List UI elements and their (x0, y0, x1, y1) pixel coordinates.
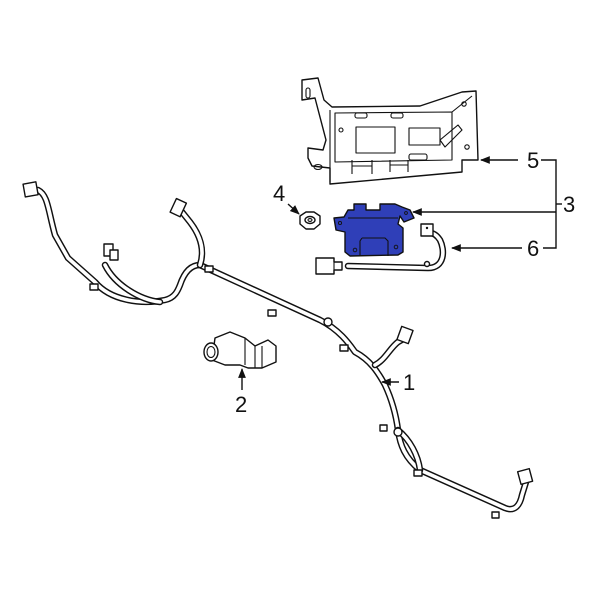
parking-sensor[interactable] (203, 331, 277, 369)
nut[interactable] (299, 211, 321, 230)
control-module[interactable] (333, 203, 415, 257)
mounting-bracket[interactable] (301, 77, 479, 185)
callout-6: 6 (527, 236, 539, 261)
callout-1: 1 (403, 370, 415, 395)
callout-labels: 5 3 6 4 2 1 (235, 148, 575, 417)
callout-3: 3 (563, 192, 575, 217)
callout-5: 5 (527, 148, 539, 173)
callout-lines (238, 156, 562, 390)
callout-4: 4 (273, 181, 285, 206)
module-pigtail[interactable] (315, 223, 447, 275)
wiring-harness[interactable] (22, 181, 534, 519)
callout-2: 2 (235, 392, 247, 417)
